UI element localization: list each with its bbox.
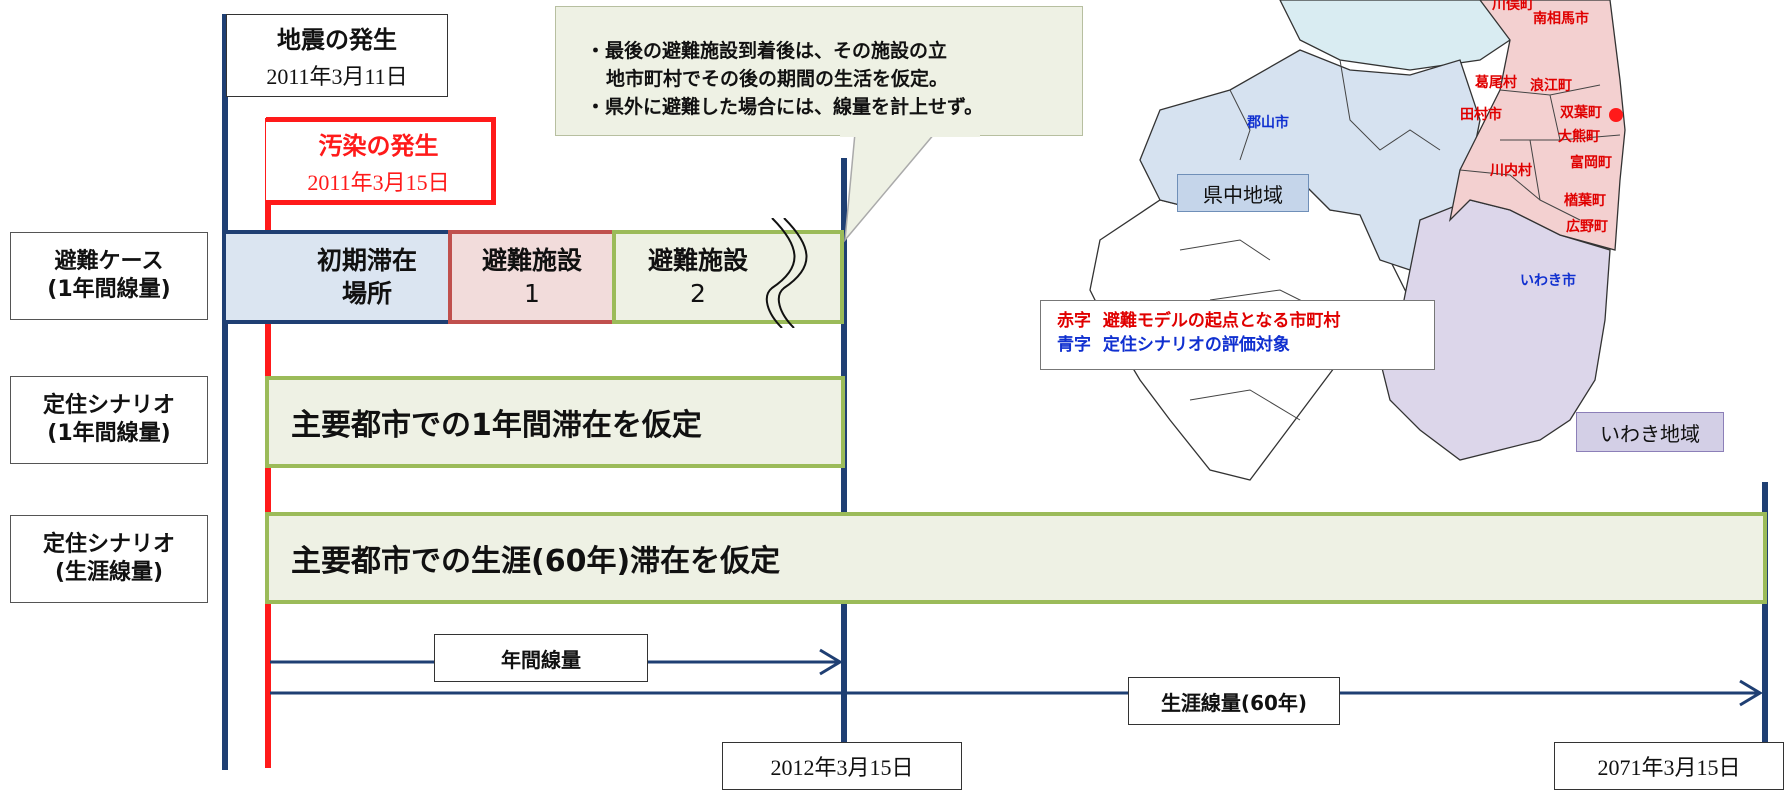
contamination-date: 2011年3月15日 (307, 169, 450, 195)
callout-line-3: ・県外に避難した場合には、線量を計上せず。 (586, 96, 984, 118)
row-label-settle-1yr: 定住シナリオ (1年間線量) (10, 376, 208, 464)
legend-red-prefix: 赤字 (1057, 311, 1091, 331)
break-marks-icon (765, 218, 808, 328)
region-iwaki-text: いわき地域 (1600, 421, 1700, 446)
evac-fac1-line1: 避難施設 (481, 246, 582, 275)
map-label-kawamata: 川俣町 (1492, 0, 1534, 13)
row-evac-line1: 避難ケース (54, 249, 164, 274)
bar-one-year-text: 主要都市での1年間滞在を仮定 (291, 408, 702, 443)
contamination-title: 汚染の発生 (318, 131, 439, 160)
date-box-2071: 2071年3月15日 (1554, 742, 1784, 790)
map-region-red (1448, 0, 1626, 251)
bar-one-year-stay: 主要都市での1年間滞在を仮定 (265, 376, 845, 468)
region-label-iwaki: いわき地域 (1576, 412, 1724, 452)
map-label-tamura: 田村市 (1460, 107, 1502, 123)
arrow-label-lifetime-dose: 生涯線量(60年) (1128, 677, 1340, 725)
map-label-naraha: 楢葉町 (1564, 193, 1606, 209)
earthquake-date: 2011年3月11日 (266, 64, 408, 89)
evac-fac2-line1: 避難施設 (647, 246, 748, 275)
legend-red-row: 赤字 避難モデルの起点となる市町村 (1057, 309, 1418, 333)
legend-blue-prefix: 青字 (1057, 335, 1091, 355)
region-label-kenchu: 県中地域 (1177, 174, 1309, 212)
map-area: 川俣町 南相馬市 葛尾村 浪江町 双葉町 大熊町 田村市 川内村 富岡町 楢葉町… (1080, 0, 1680, 500)
evac-initial-line2: 場所 (341, 279, 392, 308)
evac-fac1-line2: 1 (524, 279, 540, 308)
map-legend: 赤字 避難モデルの起点となる市町村 青字 定住シナリオの評価対象 (1040, 300, 1435, 370)
row-evac-line2: (1年間線量) (47, 277, 171, 302)
fukushima-map (1089, 0, 1626, 481)
map-label-okuma: 大熊町 (1558, 129, 1600, 145)
map-label-koriyama: 郡山市 (1247, 115, 1289, 131)
row-settle1-line1: 定住シナリオ (42, 393, 175, 418)
bar-lifetime-stay: 主要都市での生涯(60年)滞在を仮定 (265, 512, 1767, 604)
legend-red-text: 避難モデルの起点となる市町村 (1102, 311, 1341, 331)
row-label-settle-life: 定住シナリオ (生涯線量) (10, 515, 208, 603)
map-label-iwaki: いわき市 (1520, 273, 1576, 289)
evac-cell-facility-1: 避難施設 1 (448, 230, 616, 324)
evac-cell-facility-2: 避難施設 2 (612, 230, 844, 324)
map-label-futaba: 双葉町 (1560, 105, 1602, 121)
annual-dose-text: 年間線量 (501, 647, 581, 672)
evac-cell-initial: 初期滞在 場所 (222, 230, 452, 324)
callout-line-1: ・最後の避難施設到着後は、その施設の立 (586, 40, 948, 62)
row-label-evac-case: 避難ケース (1年間線量) (10, 232, 208, 320)
row-settle1-line2: (1年間線量) (47, 421, 171, 446)
callout-box: ・最後の避難施設到着後は、その施設の立 地市町村でその後の期間の生活を仮定。 ・… (555, 6, 1083, 136)
map-label-tomioka: 富岡町 (1570, 155, 1612, 171)
date-box-2012: 2012年3月15日 (722, 742, 962, 790)
contamination-box: 汚染の発生 2011年3月15日 (266, 117, 496, 205)
map-label-minamisoma: 南相馬市 (1533, 11, 1589, 27)
lifetime-dose-text: 生涯線量(60年) (1160, 690, 1308, 715)
map-label-hirono: 広野町 (1566, 219, 1608, 235)
date-2071-text: 2071年3月15日 (1597, 755, 1741, 780)
bar-lifetime-text: 主要都市での生涯(60年)滞在を仮定 (291, 544, 781, 579)
region-kenchu-text: 県中地域 (1203, 182, 1283, 207)
row-settle-life-line1: 定住シナリオ (42, 532, 175, 557)
callout-pointer (844, 132, 936, 243)
callout-seam (840, 134, 980, 137)
earthquake-timeline (222, 14, 228, 770)
legend-blue-text: 定住シナリオの評価対象 (1102, 335, 1290, 355)
row-settle-life-line2: (生涯線量) (54, 560, 164, 585)
arrow-label-annual-dose: 年間線量 (434, 634, 648, 682)
earthquake-title: 地震の発生 (277, 26, 397, 54)
earthquake-box: 地震の発生 2011年3月11日 (226, 14, 448, 97)
callout-line-2: 地市町村でその後の期間の生活を仮定。 (606, 68, 949, 90)
evac-fac2-line2: 2 (690, 279, 706, 308)
map-label-namie: 浪江町 (1530, 78, 1572, 94)
legend-blue-row: 青字 定住シナリオの評価対象 (1057, 333, 1418, 357)
map-label-katsurao: 葛尾村 (1475, 75, 1517, 91)
date-2012-text: 2012年3月15日 (770, 755, 914, 780)
evac-initial-line1: 初期滞在 (316, 246, 417, 275)
lifetime-timeline (1762, 482, 1768, 742)
futaba-marker (1609, 108, 1623, 122)
map-label-kawauchi: 川内村 (1490, 163, 1532, 179)
